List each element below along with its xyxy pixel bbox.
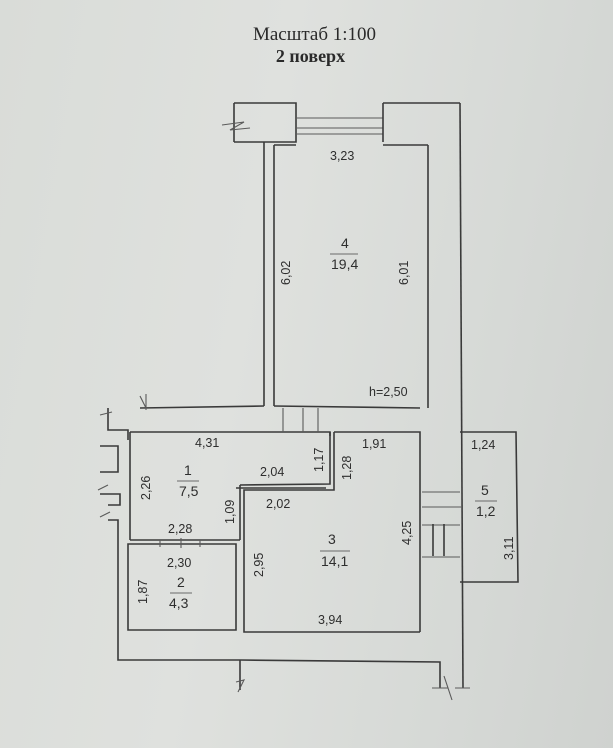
dim-room1-notch-top: 2,04 <box>260 465 284 479</box>
room5-area: 1,2 <box>476 503 496 519</box>
dim-room5-right: 3,11 <box>502 537 516 560</box>
room1-number: 1 <box>184 462 192 478</box>
dim-room1-step: 1,09 <box>223 500 237 524</box>
dim-room5-top: 1,24 <box>471 438 495 452</box>
dim-room1-bottom: 2,28 <box>168 522 192 536</box>
floor-title: 2 поверх <box>275 46 346 66</box>
plan-scale-title: Масштаб 1:100 <box>252 24 377 45</box>
corridor-notch: 1,17 <box>282 408 326 472</box>
room2-number: 2 <box>177 574 185 590</box>
room3-area: 14,1 <box>321 553 348 569</box>
room3-number: 3 <box>328 531 336 547</box>
dim-room1-left: 2,26 <box>139 476 153 500</box>
room4-area: 19,4 <box>331 256 358 272</box>
ceiling-height: h=2,50 <box>369 385 408 399</box>
dim-room3-notch: 1,28 <box>340 456 354 480</box>
dim-room4-top: 3,23 <box>330 149 354 163</box>
dim-room4-right: 6,01 <box>397 261 411 285</box>
room-1[interactable]: 4,31 2,26 1 7,5 2,04 1,09 2,28 <box>129 431 331 541</box>
room2-area: 4,3 <box>169 595 189 611</box>
dim-room3-right: 4,25 <box>400 521 414 545</box>
dim-corridor-notch: 1,17 <box>312 448 326 472</box>
dim-room3-top-left: 2,02 <box>266 497 290 511</box>
dim-room1-top: 4,31 <box>195 436 219 450</box>
room-4[interactable]: 3,23 6,02 6,01 4 19,4 h=2,50 <box>279 149 411 399</box>
room-2[interactable]: 2,30 1,87 2 4,3 <box>127 538 237 631</box>
dim-room3-bottom: 3,94 <box>318 613 342 627</box>
room-5[interactable]: 1,24 5 1,2 3,11 <box>460 431 519 583</box>
room1-area: 7,5 <box>179 483 199 499</box>
dim-room3-left: 2,95 <box>252 553 266 577</box>
dim-room3-top: 1,91 <box>362 437 386 451</box>
room-3[interactable]: 1,91 1,28 2,02 2,95 4,25 3 14,1 3,94 <box>243 431 421 633</box>
room4-number: 4 <box>341 235 349 251</box>
room5-number: 5 <box>481 482 489 498</box>
dim-room2-top: 2,30 <box>167 556 191 570</box>
dim-room4-left: 6,02 <box>279 261 293 285</box>
dim-room2-left: 1,87 <box>136 580 150 604</box>
outer-walls <box>97 102 470 701</box>
stairs <box>422 491 462 558</box>
